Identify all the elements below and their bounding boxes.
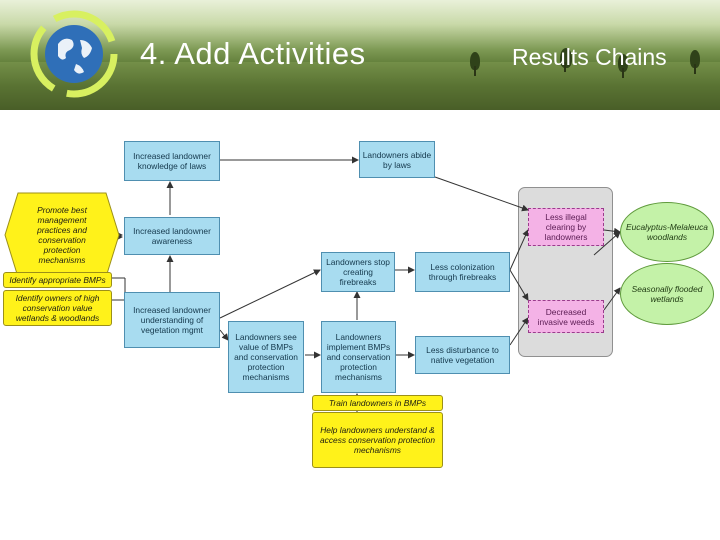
result-stop-firebreaks: Landowners stop creating firebreaks bbox=[321, 252, 395, 292]
arrow bbox=[593, 231, 621, 256]
threat-decreased-weeds: Decreased invasive weeds bbox=[528, 300, 604, 333]
arrow bbox=[219, 269, 321, 319]
tree-silhouette bbox=[618, 54, 628, 78]
tree-silhouette bbox=[470, 52, 480, 76]
target-seasonally-flooded: Seasonally flooded wetlands bbox=[620, 263, 714, 325]
target-eucalyptus: Eucalyptus-Melaleuca woodlands bbox=[620, 202, 714, 262]
grassland-ground bbox=[0, 62, 720, 110]
arrow bbox=[603, 287, 621, 311]
section-title: Results Chains bbox=[512, 44, 667, 70]
header-banner: 4. Add Activities Results Chains bbox=[0, 0, 720, 110]
strategy-promote-bmps: Promote best management practices and co… bbox=[37, 205, 87, 265]
result-abide-by-laws: Landowners abide by laws bbox=[359, 141, 435, 178]
strategy-identify-owners: Identify owners of high conservation val… bbox=[3, 290, 112, 326]
globe-recycle-logo-icon bbox=[30, 10, 118, 98]
slide-title: 4. Add Activities bbox=[140, 36, 366, 71]
tree-silhouette bbox=[560, 48, 572, 72]
arrow bbox=[603, 227, 621, 235]
result-less-colonization: Less colonization through firebreaks bbox=[415, 252, 510, 292]
tree-silhouette bbox=[690, 50, 700, 74]
arrow bbox=[509, 229, 529, 271]
arrow bbox=[219, 329, 229, 341]
arrow bbox=[509, 269, 529, 301]
result-knowledge-of-laws: Increased landowner knowledge of laws bbox=[124, 141, 220, 181]
result-see-value: Landowners see value of BMPs and conserv… bbox=[228, 321, 304, 393]
arrow bbox=[434, 176, 529, 212]
arrow bbox=[509, 317, 529, 346]
result-less-disturbance: Less disturbance to native vegetation bbox=[415, 336, 510, 374]
strategy-train-landowners: Train landowners in BMPs bbox=[312, 395, 443, 411]
result-understanding-mgmt: Increased landowner understanding of veg… bbox=[124, 292, 220, 348]
result-implement: Landowners implement BMPs and conservati… bbox=[321, 321, 396, 393]
strategy-identify-bmps: Identify appropriate BMPs bbox=[3, 272, 112, 288]
threat-less-illegal-clearing: Less illegal clearing by landowners bbox=[528, 208, 604, 246]
strategy-help-landowners: Help landowners understand & access cons… bbox=[312, 412, 443, 468]
result-awareness: Increased landowner awareness bbox=[124, 217, 220, 255]
